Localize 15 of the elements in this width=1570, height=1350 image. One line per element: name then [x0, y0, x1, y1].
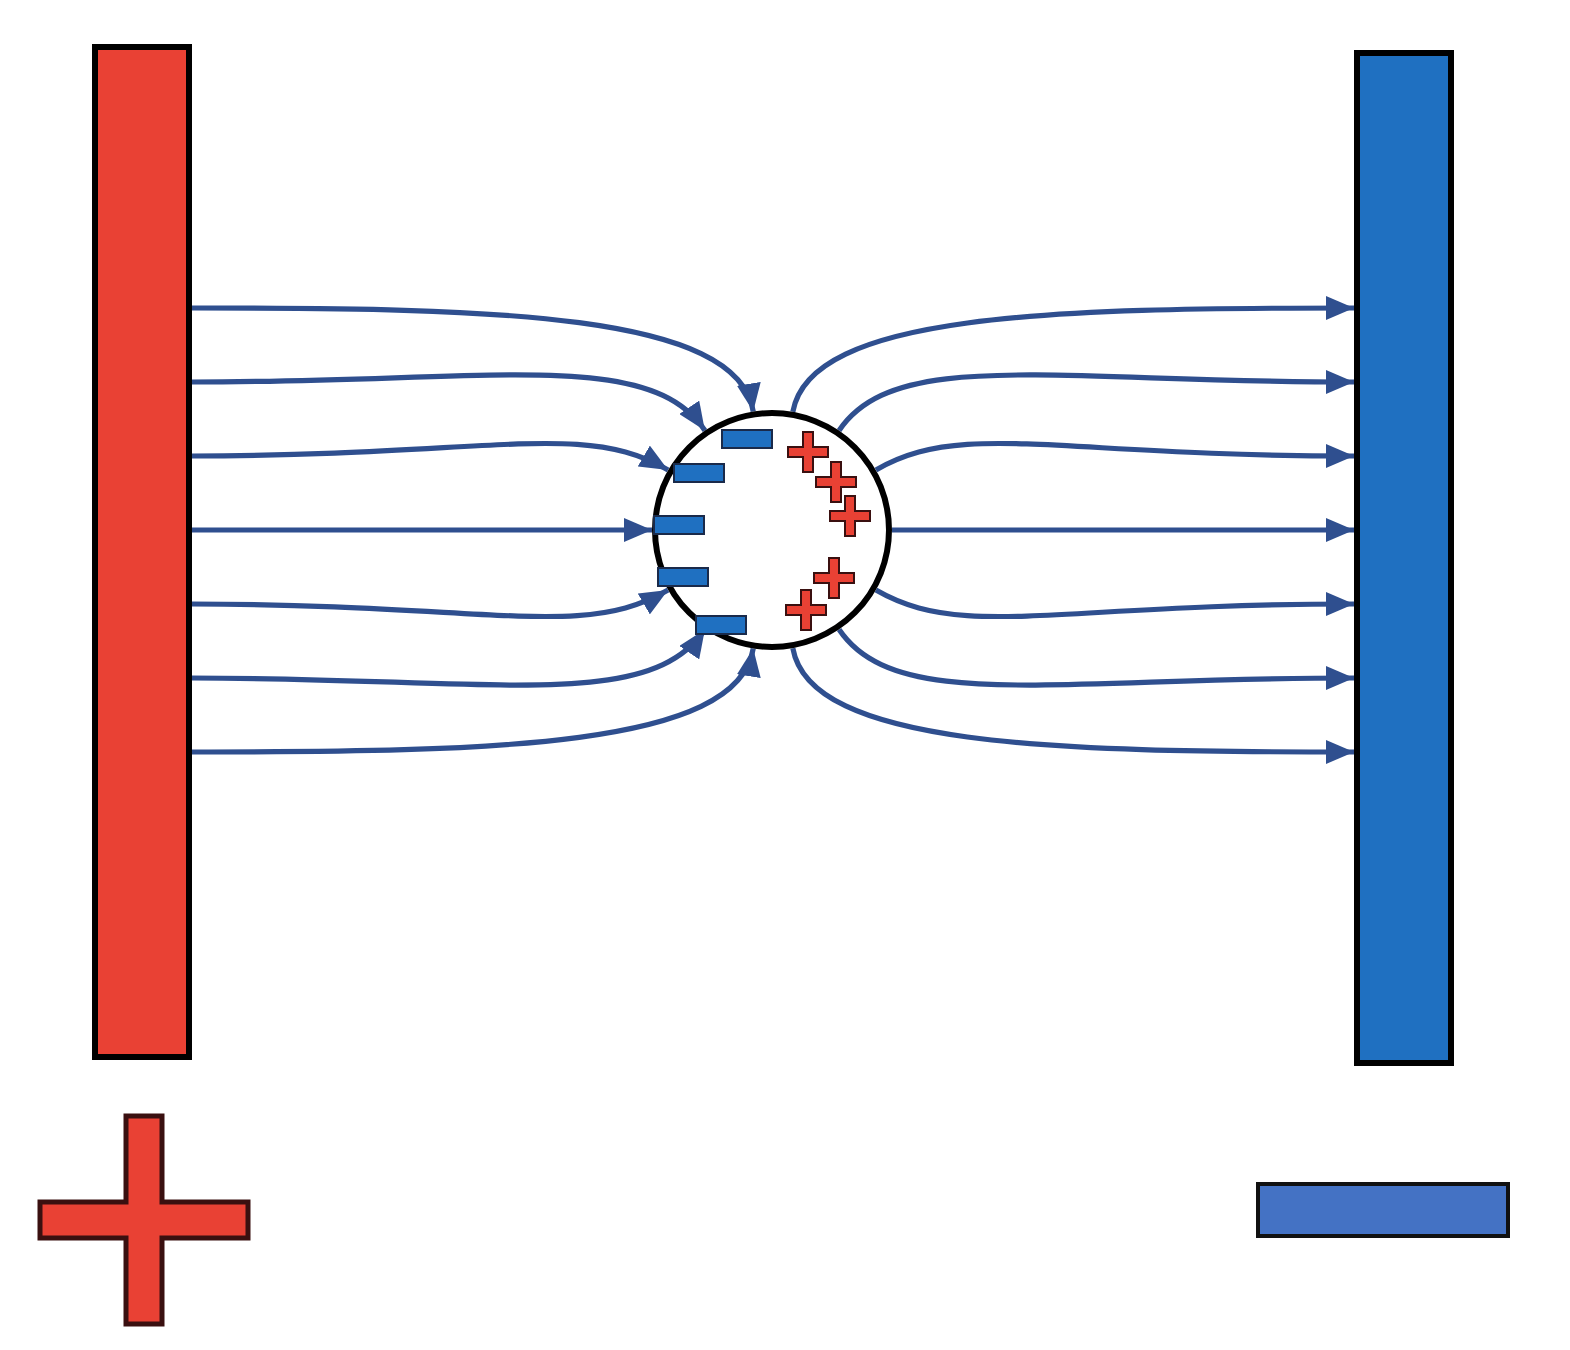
positive-plate — [92, 44, 192, 1060]
field-line-arrow — [191, 372, 707, 433]
negative-plate — [1354, 50, 1454, 1066]
field-line-arrow — [191, 587, 670, 620]
field-line-arrow — [892, 518, 1354, 542]
field-line-arrow — [874, 587, 1355, 620]
field-line-arrow — [790, 647, 1354, 764]
field-line-arrow — [837, 627, 1355, 691]
field-line-arrow — [874, 440, 1355, 473]
field-line-arrow — [192, 647, 756, 755]
field-line-arrow — [192, 518, 652, 542]
field-line-arrow — [191, 440, 670, 473]
field-line-arrow — [192, 305, 756, 413]
field-line-arrow — [837, 369, 1355, 433]
field-line-arrow — [790, 296, 1354, 413]
